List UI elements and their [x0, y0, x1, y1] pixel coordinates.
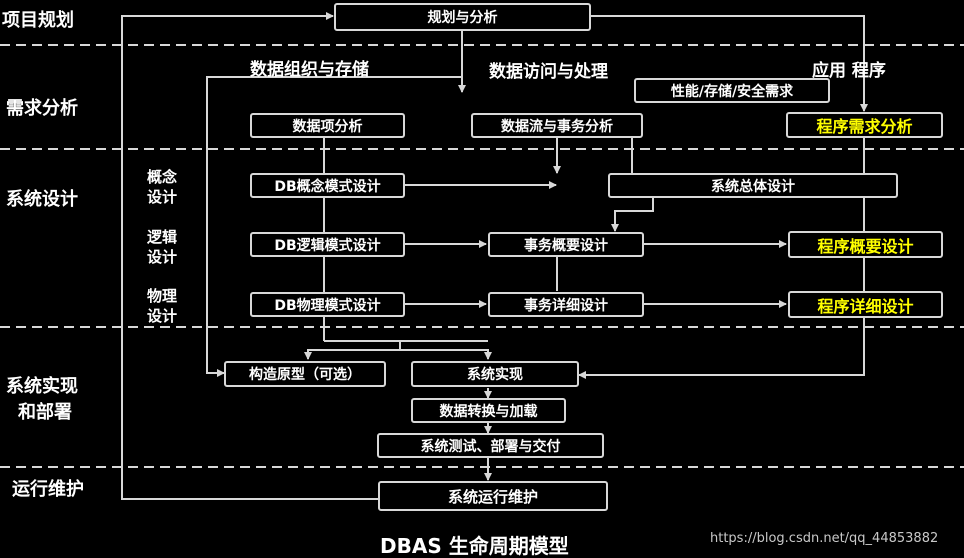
level-logical-line2: 设计: [147, 248, 178, 266]
level-conceptual-line2: 设计: [147, 188, 178, 206]
diagram-caption: DBAS 生命周期模型: [380, 534, 569, 558]
program-outline-box: 程序概要设计: [788, 231, 943, 258]
phase-implementation-line2: 和部署: [18, 402, 72, 423]
system-test-box: 系统测试、部署与交付: [377, 433, 604, 458]
db-conceptual-box: DB概念模式设计: [250, 173, 405, 198]
perf-requirements-box: 性能/存储/安全需求: [634, 78, 830, 103]
transaction-outline-box: 事务概要设计: [488, 232, 644, 257]
system-implementation-box: 系统实现: [411, 361, 579, 387]
phase-implementation-line1: 系统实现: [6, 376, 78, 397]
dataflow-analysis-box: 数据流与事务分析: [471, 113, 643, 138]
system-overall-design-box: 系统总体设计: [608, 173, 898, 198]
transaction-detail-box: 事务详细设计: [488, 292, 644, 317]
level-physical-line1: 物理: [147, 287, 178, 305]
level-physical-line2: 设计: [147, 307, 178, 325]
watermark-text: https://blog.csdn.net/qq_44853882: [710, 531, 939, 546]
program-requirements-box: 程序需求分析: [786, 112, 943, 138]
column-data-org: 数据组织与存储: [250, 60, 369, 80]
column-data-access: 数据访问与处理: [489, 62, 608, 82]
level-conceptual-line1: 概念: [147, 168, 178, 186]
program-detail-box: 程序详细设计: [788, 291, 943, 318]
level-logical-line1: 逻辑: [147, 228, 178, 246]
prototype-box: 构造原型（可选）: [224, 361, 386, 387]
data-conversion-box: 数据转换与加载: [411, 398, 566, 423]
column-application: 应用 程序: [812, 61, 886, 81]
db-physical-box: DB物理模式设计: [250, 292, 405, 317]
phase-requirements-analysis: 需求分析: [6, 98, 78, 119]
planning-box: 规划与分析: [334, 3, 591, 31]
phase-operation: 运行维护: [12, 479, 84, 500]
db-logical-box: DB逻辑模式设计: [250, 232, 405, 257]
phase-project-planning: 项目规划: [2, 10, 74, 31]
data-item-analysis-box: 数据项分析: [250, 113, 405, 138]
system-maintenance-box: 系统运行维护: [378, 481, 608, 511]
phase-system-design: 系统设计: [6, 189, 78, 210]
